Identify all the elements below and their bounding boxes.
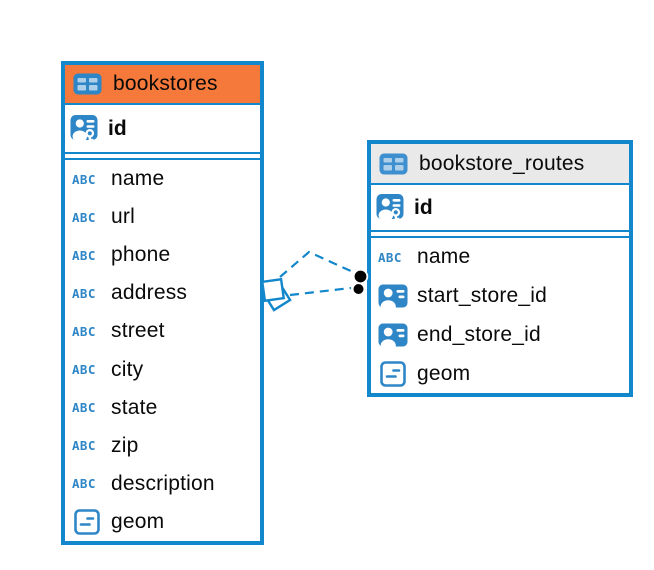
text-type-icon: ABC (72, 476, 96, 492)
text-type-icon: ABC (378, 249, 402, 265)
column-row-end-store-id[interactable]: end_store_id (371, 316, 629, 355)
columns-section: ABC name start_store_i (371, 236, 629, 393)
text-type-icon: ABC (72, 323, 96, 339)
column-name: description (111, 471, 215, 495)
column-row-street[interactable]: ABC street (65, 312, 260, 350)
column-row-geom[interactable]: geom (371, 354, 629, 393)
column-row-url[interactable]: ABC url (65, 198, 260, 236)
table-bookstores[interactable]: bookstores id (61, 61, 264, 545)
primary-key-icon (376, 192, 406, 223)
table-icon (378, 152, 408, 176)
column-name: name (111, 167, 165, 191)
table-bookstore-routes[interactable]: bookstore_routes (367, 140, 633, 397)
column-name: city (111, 357, 144, 381)
table-header-bookstore-routes[interactable]: bookstore_routes (371, 144, 629, 185)
table-header-bookstores[interactable]: bookstores (65, 65, 260, 105)
table-icon (72, 72, 102, 96)
primary-key-icon (70, 113, 100, 144)
relationship-source-marker[interactable] (260, 277, 292, 312)
column-row-pk-id[interactable]: id (65, 105, 260, 154)
column-name: id (108, 116, 127, 140)
table-title: bookstores (113, 72, 218, 95)
column-name: url (111, 205, 135, 229)
column-row-geom[interactable]: geom (65, 503, 260, 541)
columns-section: ABC name ABC url ABC phone ABC address A… (65, 158, 260, 541)
column-row-city[interactable]: ABC city (65, 350, 260, 388)
column-name: zip (111, 433, 139, 457)
column-name: geom (111, 509, 165, 533)
column-row-name[interactable]: ABC name (371, 238, 629, 277)
column-row-pk-id[interactable]: id (371, 185, 629, 232)
column-row-state[interactable]: ABC state (65, 389, 260, 427)
text-type-icon: ABC (72, 247, 96, 263)
relationship-endpoint-dots[interactable] (352, 268, 369, 294)
text-type-icon: ABC (72, 171, 96, 187)
column-row-phone[interactable]: ABC phone (65, 236, 260, 274)
column-row-description[interactable]: ABC description (65, 465, 260, 503)
column-row-name[interactable]: ABC name (65, 160, 260, 198)
column-name: end_store_id (417, 322, 541, 346)
column-row-zip[interactable]: ABC zip (65, 427, 260, 465)
text-type-icon: ABC (72, 209, 96, 225)
column-name: state (111, 395, 158, 419)
relationship-line-lower[interactable] (289, 286, 352, 297)
geometry-type-icon (72, 509, 102, 535)
column-name: street (111, 319, 165, 343)
text-type-icon: ABC (72, 438, 96, 454)
relationship-line-upper[interactable] (279, 250, 354, 278)
text-type-icon: ABC (72, 362, 96, 378)
foreign-key-icon (378, 323, 408, 347)
column-name: address (111, 281, 188, 305)
foreign-key-icon (378, 284, 408, 308)
column-name: phone (111, 243, 171, 267)
column-row-start-store-id[interactable]: start_store_id (371, 277, 629, 316)
column-name: geom (417, 361, 471, 385)
column-name: start_store_id (417, 284, 548, 308)
text-type-icon: ABC (72, 285, 96, 301)
column-row-address[interactable]: ABC address (65, 274, 260, 312)
table-title: bookstore_routes (419, 151, 585, 175)
geometry-type-icon (378, 360, 408, 387)
column-name: id (414, 195, 433, 219)
column-name: name (417, 245, 471, 269)
text-type-icon: ABC (72, 400, 96, 416)
